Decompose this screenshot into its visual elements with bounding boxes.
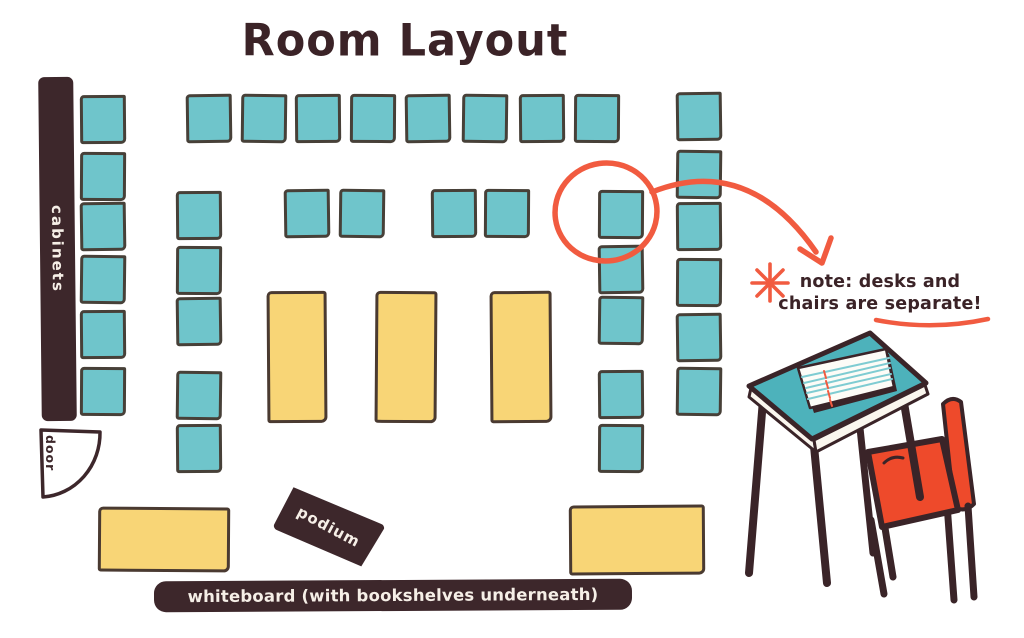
podium-label: podium bbox=[294, 502, 364, 552]
desk bbox=[175, 423, 223, 474]
desk bbox=[597, 423, 645, 474]
desk bbox=[283, 188, 331, 239]
desk bbox=[175, 245, 223, 296]
diagram-title: Room Layout bbox=[241, 15, 569, 67]
desk bbox=[573, 93, 621, 144]
desk bbox=[675, 366, 723, 417]
desk bbox=[79, 254, 127, 305]
desk bbox=[483, 188, 531, 239]
arrowhead-icon bbox=[797, 235, 834, 266]
desk bbox=[461, 93, 509, 144]
desk bbox=[597, 369, 645, 420]
door: door bbox=[34, 424, 110, 508]
door-label: door bbox=[43, 435, 58, 472]
desk bbox=[597, 244, 645, 295]
cabinets-bar: cabinets bbox=[38, 76, 77, 422]
desk bbox=[349, 93, 397, 144]
underline-stroke bbox=[873, 316, 991, 328]
chair-icon bbox=[865, 397, 978, 604]
desk bbox=[185, 93, 233, 144]
desk bbox=[675, 91, 723, 142]
cabinets-label: cabinets bbox=[48, 204, 67, 294]
note-text: note: desks and chairs are separate! bbox=[768, 271, 992, 315]
desk bbox=[79, 201, 127, 252]
notebook-icon bbox=[796, 347, 897, 413]
table bbox=[374, 290, 438, 424]
desk bbox=[79, 151, 127, 202]
desk bbox=[175, 190, 223, 241]
whiteboard-bar: whiteboard (with bookshelves underneath) bbox=[153, 578, 633, 613]
podium: podium bbox=[272, 483, 386, 571]
desk bbox=[175, 296, 223, 347]
note-line-2: chairs are separate! bbox=[778, 294, 982, 314]
desk bbox=[675, 257, 723, 308]
desk bbox=[675, 149, 723, 200]
desk bbox=[675, 201, 723, 252]
table bbox=[266, 290, 328, 424]
desk bbox=[518, 93, 566, 144]
table bbox=[489, 290, 553, 424]
desk bbox=[675, 312, 723, 363]
desk bbox=[404, 93, 452, 144]
table bbox=[568, 504, 706, 576]
desk bbox=[597, 189, 645, 240]
whiteboard-label: whiteboard (with bookshelves underneath) bbox=[187, 584, 599, 607]
desk bbox=[338, 188, 386, 239]
desk bbox=[175, 370, 223, 421]
desk bbox=[430, 188, 478, 239]
desk bbox=[79, 366, 127, 417]
table bbox=[97, 506, 231, 573]
desk bbox=[79, 309, 127, 360]
desk bbox=[240, 93, 288, 144]
note-line-1: note: desks and bbox=[799, 272, 961, 292]
desk bbox=[79, 94, 127, 145]
desk-icon bbox=[745, 330, 930, 587]
desk bbox=[597, 295, 645, 346]
door-swing-icon bbox=[39, 428, 102, 499]
desk bbox=[294, 93, 342, 144]
